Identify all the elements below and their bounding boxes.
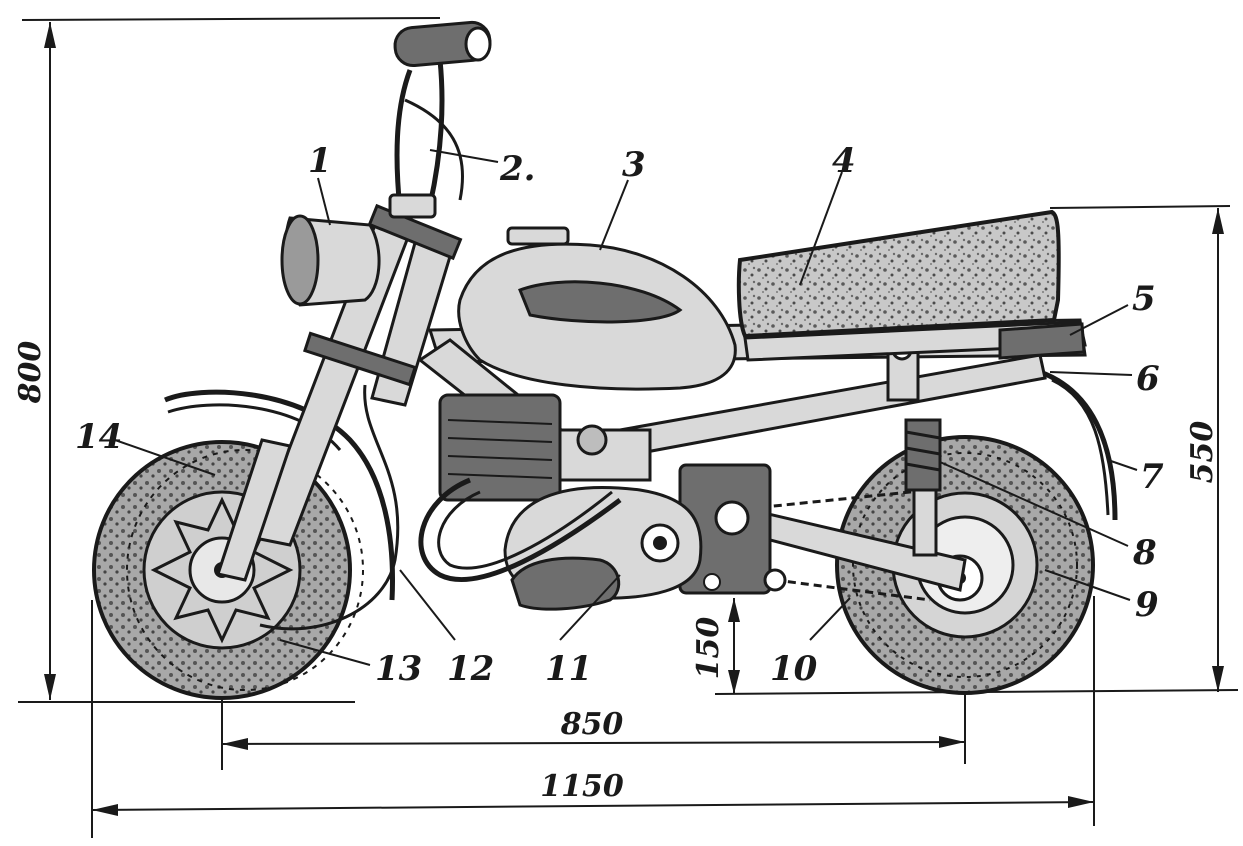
- rear-fender: [1039, 369, 1118, 521]
- callout-7: 7: [1140, 457, 1164, 497]
- callout-9: 9: [1135, 585, 1159, 625]
- callout-1: 1: [308, 141, 332, 181]
- dimension-label-total-length: 1150: [540, 769, 624, 804]
- headlight: [280, 214, 381, 307]
- dimension-total-height: 800: [13, 17, 441, 700]
- callout-14: 14: [75, 417, 122, 457]
- callout-12: 12: [447, 649, 494, 689]
- callout-5: 5: [1132, 279, 1156, 319]
- engine-cylinder: [438, 393, 652, 502]
- dimension-label-seat-height: 550: [1185, 421, 1220, 484]
- dimension-label-ground-clearance: 150: [691, 617, 726, 680]
- dimension-label-wheelbase: 850: [560, 707, 624, 742]
- front-fork: [216, 203, 463, 582]
- callout-11: 11: [545, 649, 592, 689]
- rear-bracket: [743, 320, 1087, 362]
- brake-cable: [259, 384, 400, 631]
- dimension-label-total-height: 800: [13, 341, 48, 405]
- dimension-total-length: 1150: [91, 596, 1095, 838]
- callout-6: 6: [1136, 359, 1160, 399]
- handlebar: [388, 20, 492, 219]
- callout-2: 2.: [499, 149, 536, 189]
- dimension-ground-clearance: 150: [691, 598, 740, 694]
- dimension-wheelbase: 850: [221, 690, 966, 770]
- dimension-seat-height: 550: [1049, 205, 1231, 692]
- callout-numbers: 1 2. 3 4 5 6 7 8 9 10 11 12 13 14: [75, 141, 1164, 689]
- callout-13: 13: [375, 649, 422, 689]
- front-fender: [164, 389, 395, 601]
- callout-8: 8: [1132, 533, 1157, 573]
- callout-3: 3: [622, 145, 646, 185]
- exhaust-pipe: [418, 477, 622, 582]
- leader-lines: [114, 149, 1138, 666]
- engine-crankcase: [503, 486, 703, 611]
- seat: [736, 209, 1061, 339]
- fuel-tank: [457, 226, 737, 391]
- callout-4: 4: [832, 141, 856, 181]
- callout-10: 10: [770, 649, 818, 689]
- gearbox: [678, 463, 787, 595]
